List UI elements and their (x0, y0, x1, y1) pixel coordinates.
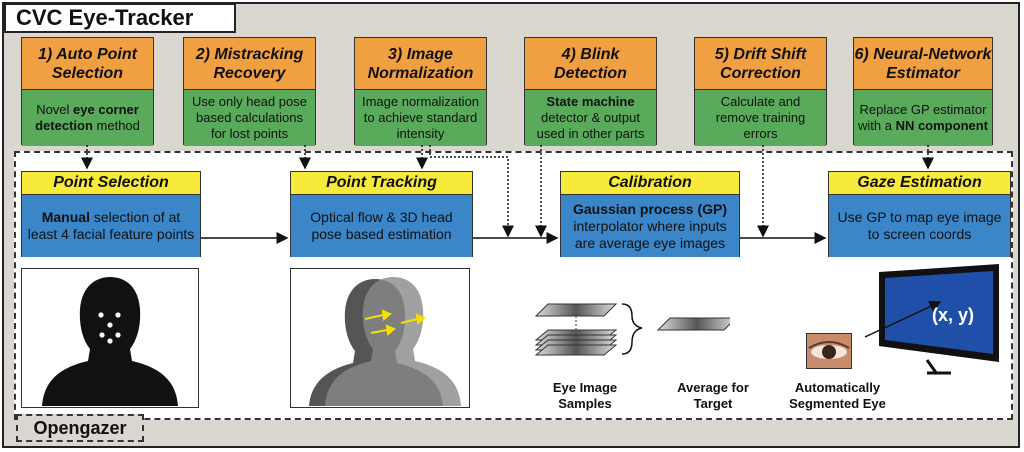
improvement-body: Replace GP estimator with a NN component (854, 90, 992, 146)
head-tracking-image (290, 268, 470, 408)
caption-segmented-eye: Automatically Segmented Eye (789, 380, 886, 411)
dotted-arrow-normalization-branch (429, 145, 514, 238)
coords-label: (x, y) (932, 305, 975, 325)
improvement-blink-detection: 4) Blink Detection State machine detecto… (524, 37, 657, 146)
stage-calibration: Calibration Gaussian process (GP) interp… (560, 171, 740, 257)
screen-monitor-image (864, 264, 999, 375)
improvement-header: 3) Image Normalization (355, 38, 486, 90)
improvement-body: State machine detector & output used in … (525, 90, 656, 146)
improvement-header: 2) Mistracking Recovery (184, 38, 315, 90)
improvement-auto-point-selection: 1) Auto Point Selection Novel eye corner… (21, 37, 154, 146)
diagram-title: CVC Eye-Tracker (4, 3, 236, 33)
improvement-image-normalization: 3) Image Normalization Image normalizati… (354, 37, 487, 146)
stage-body: Gaussian process (GP) interpolator where… (561, 195, 739, 257)
improvement-mistracking-recovery: 2) Mistracking Recovery Use only head po… (183, 37, 316, 146)
stage-header: Point Tracking (291, 172, 472, 195)
improvement-neural-network-estimator: 6) Neural-Network Estimator Replace GP e… (853, 37, 993, 146)
stage-point-tracking: Point Tracking Optical flow & 3D head po… (290, 171, 473, 257)
eye-samples-stack-image (534, 303, 730, 356)
improvement-header: 5) Drift Shift Correction (695, 38, 826, 90)
caption-eye-samples: Eye Image Samples (552, 380, 618, 411)
improvement-drift-shift-correction: 5) Drift Shift Correction Calculate and … (694, 37, 827, 146)
stage-body: Use GP to map eye image to screen coords (829, 195, 1010, 257)
stage-header: Point Selection (22, 172, 200, 195)
stage-header: Calibration (561, 172, 739, 195)
segmented-eye-image (806, 333, 852, 369)
improvement-header: 1) Auto Point Selection (22, 38, 153, 90)
improvement-header: 6) Neural-Network Estimator (854, 38, 992, 90)
stage-gaze-estimation: Gaze Estimation Use GP to map eye image … (828, 171, 1011, 257)
improvement-body: Image normalization to achieve standard … (355, 90, 486, 146)
stage-point-selection: Point Selection Manual selection of at l… (21, 171, 201, 257)
stage-body: Optical flow & 3D head pose based estima… (291, 195, 472, 257)
face-silhouette-image (21, 268, 199, 408)
stage-body: Manual selection of at least 4 facial fe… (22, 195, 200, 257)
opengazer-label: Opengazer (16, 414, 144, 442)
improvement-body: Novel eye corner detection method (22, 90, 153, 146)
caption-average: Average for Target (677, 380, 749, 411)
improvement-body: Calculate and remove training errors (695, 90, 826, 146)
improvement-body: Use only head pose based calculations fo… (184, 90, 315, 146)
stage-header: Gaze Estimation (829, 172, 1010, 195)
improvement-header: 4) Blink Detection (525, 38, 656, 90)
